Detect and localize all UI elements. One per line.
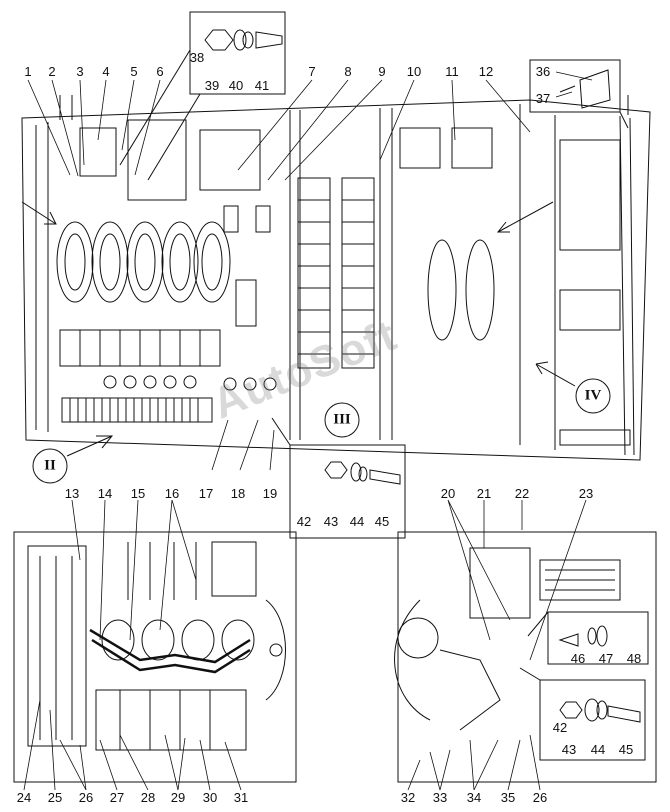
callout-14: 14 xyxy=(97,486,113,501)
callout-2: 2 xyxy=(48,64,56,79)
callout-34: 34 xyxy=(466,790,482,805)
callout-24: 24 xyxy=(16,790,32,805)
callout-1: 1 xyxy=(24,64,32,79)
leader-lines xyxy=(23,71,593,791)
main-cabinet-assembly xyxy=(21,95,651,461)
callout-45-right: 45 xyxy=(618,742,634,757)
callout-11: 11 xyxy=(445,64,459,79)
callout-6: 6 xyxy=(156,64,164,79)
lower-right-detail-view xyxy=(394,531,657,783)
callout-15: 15 xyxy=(130,486,146,501)
callout-46: 46 xyxy=(570,651,586,666)
callout-26-right: 26 xyxy=(532,790,548,805)
callout-18: 18 xyxy=(230,486,246,501)
callout-26-left: 26 xyxy=(78,790,94,805)
callout-17: 17 xyxy=(198,486,214,501)
callout-43: 43 xyxy=(323,514,339,529)
callout-31: 31 xyxy=(233,790,249,805)
callout-7: 7 xyxy=(308,64,316,79)
callout-23: 23 xyxy=(578,486,594,501)
callout-44-right: 44 xyxy=(590,742,606,757)
view-arrows xyxy=(21,201,611,484)
callout-42: 42 xyxy=(296,514,312,529)
callout-28: 28 xyxy=(140,790,156,805)
callout-13: 13 xyxy=(64,486,80,501)
inset-hardware-middle xyxy=(271,417,406,539)
inset-bracket-top-right xyxy=(529,59,629,129)
callout-40: 40 xyxy=(228,78,244,93)
view-marker-iv: IV xyxy=(584,387,602,404)
callout-47: 47 xyxy=(598,651,614,666)
view-marker-ii: II xyxy=(44,457,56,474)
callout-48: 48 xyxy=(626,651,642,666)
callout-5: 5 xyxy=(130,64,138,79)
callout-42-right: 42 xyxy=(552,720,568,735)
lower-left-detail-view xyxy=(13,531,297,783)
callout-41: 41 xyxy=(254,78,270,93)
coil-row xyxy=(56,221,495,341)
callout-10: 10 xyxy=(406,64,422,79)
callout-25: 25 xyxy=(47,790,63,805)
callout-16: 16 xyxy=(164,486,180,501)
callout-4: 4 xyxy=(102,64,110,79)
callout-35: 35 xyxy=(500,790,516,805)
inset-hardware-top xyxy=(119,11,286,181)
callout-12: 12 xyxy=(478,64,494,79)
callout-33: 33 xyxy=(432,790,448,805)
callout-36: 36 xyxy=(535,64,551,79)
callout-27: 27 xyxy=(109,790,125,805)
callout-44: 44 xyxy=(349,514,365,529)
callout-9: 9 xyxy=(378,64,386,79)
callout-21: 21 xyxy=(476,486,492,501)
callout-43-right: 43 xyxy=(561,742,577,757)
callout-45: 45 xyxy=(374,514,390,529)
callout-39: 39 xyxy=(204,78,220,93)
callout-19: 19 xyxy=(262,486,278,501)
callout-8: 8 xyxy=(344,64,352,79)
terminal-block-grid xyxy=(59,177,375,369)
callout-38: 38 xyxy=(189,50,205,65)
view-marker-iii: III xyxy=(333,411,351,428)
callout-3: 3 xyxy=(76,64,84,79)
callout-37: 37 xyxy=(535,91,551,106)
callout-20: 20 xyxy=(440,486,456,501)
callout-30: 30 xyxy=(202,790,218,805)
callout-22: 22 xyxy=(514,486,530,501)
callout-29: 29 xyxy=(170,790,186,805)
callout-32: 32 xyxy=(400,790,416,805)
